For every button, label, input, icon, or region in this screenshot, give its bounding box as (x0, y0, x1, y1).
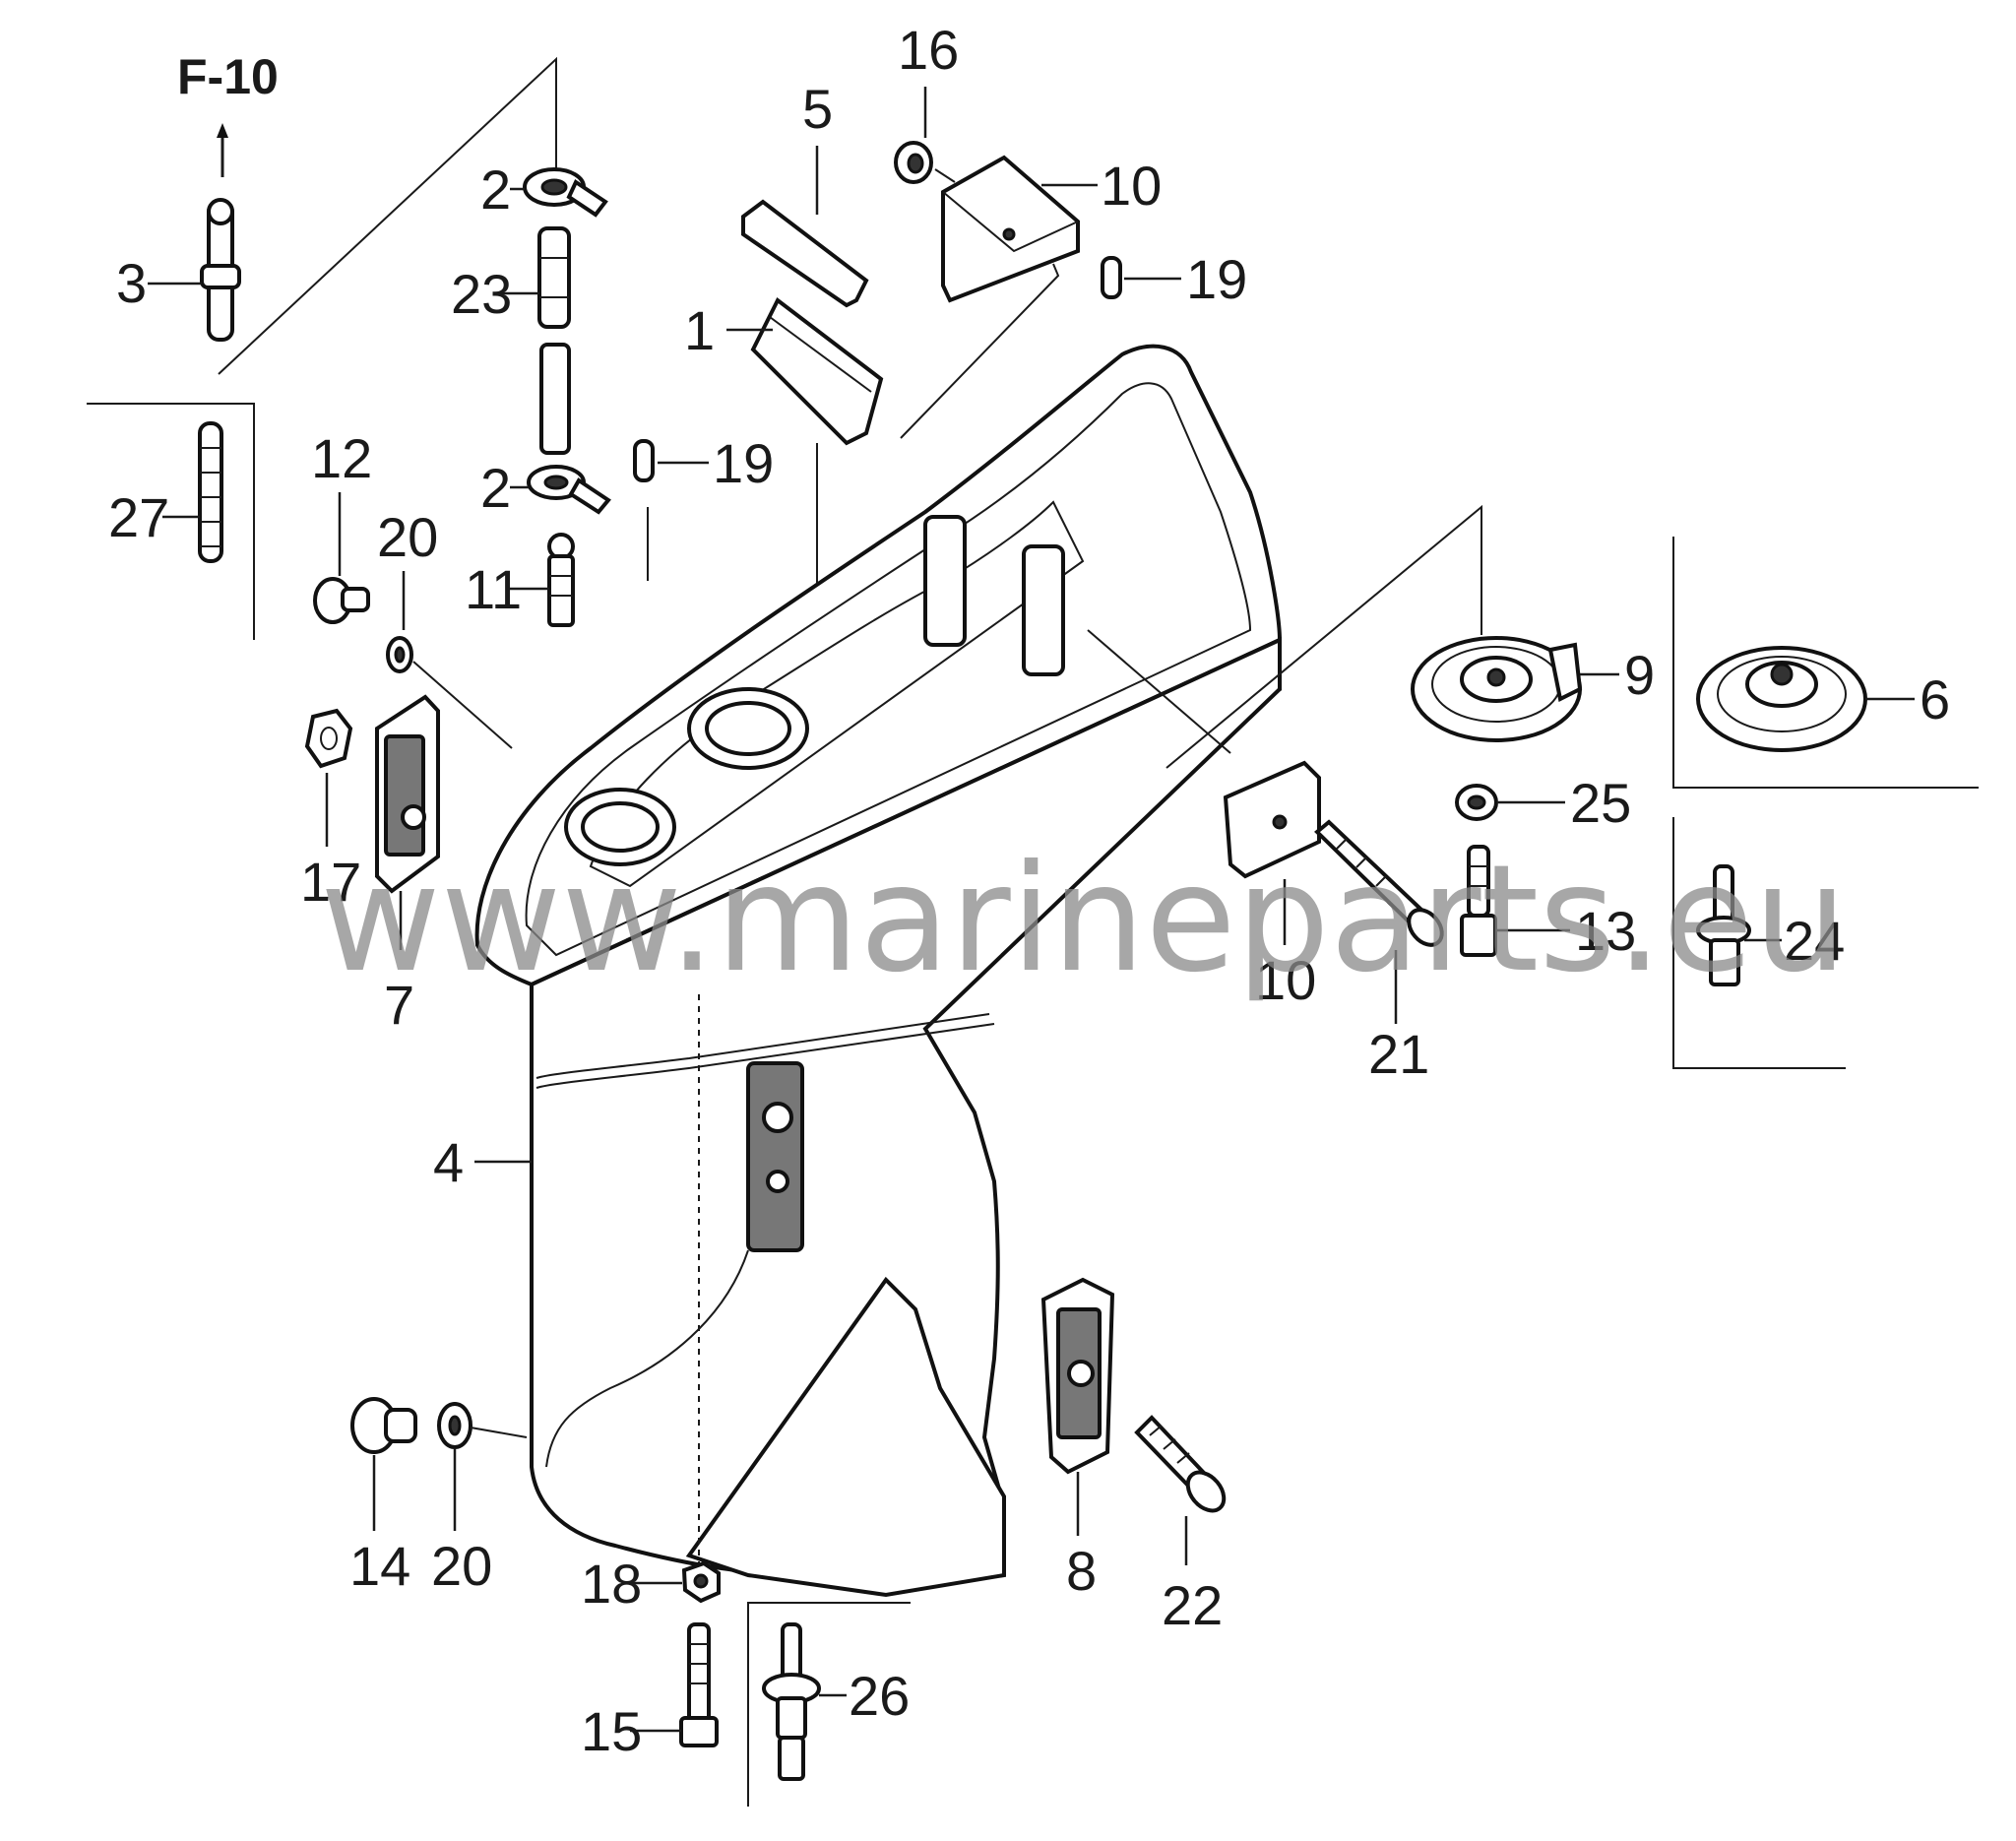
reference-label: F-10 (177, 49, 279, 104)
label-part-2-upper: 2 (480, 159, 511, 221)
label-part-3: 3 (116, 252, 147, 314)
label-part-13: 13 (1575, 900, 1636, 962)
label-part-1: 1 (684, 299, 715, 361)
part-20-washer-upper (386, 636, 413, 673)
bracket-26 (747, 1602, 911, 1807)
part-18-nut (681, 1560, 721, 1604)
part-14-plug (350, 1397, 417, 1454)
label-part-25: 25 (1570, 772, 1631, 834)
label-part-17: 17 (300, 851, 361, 913)
part-26-stud (762, 1622, 821, 1781)
part-2-upper-clamp (523, 167, 608, 218)
bracket-6 (1672, 537, 1979, 789)
part-24-stud (1696, 864, 1751, 986)
label-part-12: 12 (311, 427, 372, 489)
label-part-16: 16 (898, 19, 959, 81)
part-13-bolt (1460, 845, 1497, 957)
part-6-pulley (1696, 646, 1867, 752)
part-25-nut (1455, 784, 1498, 821)
label-part-14: 14 (349, 1535, 410, 1597)
callout-line-top-left (218, 56, 557, 375)
label-part-23: 23 (451, 263, 512, 325)
label-part-18: 18 (581, 1553, 642, 1615)
part-27-spring (198, 421, 223, 563)
label-part-10-upper: 10 (1101, 155, 1162, 217)
label-part-22: 22 (1162, 1574, 1223, 1636)
reference-arrow (217, 123, 228, 177)
label-part-20-lower: 20 (431, 1535, 492, 1597)
part-4-extension-case (474, 344, 1283, 1598)
part-10-block-upper (941, 155, 1080, 303)
watermark-text: www.marineparts.eu (320, 834, 1848, 1005)
part-19-pin-center (633, 439, 655, 482)
label-part-21: 21 (1368, 1023, 1429, 1085)
part-5-seal (741, 199, 869, 308)
part-10-block-lower (1223, 760, 1321, 879)
part-2-lower-clamp (527, 465, 611, 515)
callout-line-10b (1087, 629, 1231, 754)
part-16-nut (894, 141, 933, 184)
label-part-5: 5 (802, 78, 833, 140)
label-part-7: 7 (384, 974, 414, 1036)
label-part-2-lower: 2 (480, 457, 511, 519)
bracket-27 (87, 403, 255, 640)
label-part-11: 11 (465, 558, 522, 620)
leader-20a-to-case (412, 661, 513, 749)
label-part-20-upper: 20 (377, 506, 438, 568)
part-21-bolt (1314, 819, 1444, 947)
part-12-bolt (313, 577, 370, 624)
callout-line-right (1166, 504, 1482, 769)
part-19-pin-right (1101, 256, 1122, 299)
part-15-stud (679, 1622, 719, 1747)
label-part-24: 24 (1784, 910, 1845, 972)
label-part-19-right: 19 (1186, 248, 1247, 310)
leader-16-connect (934, 168, 956, 183)
part-11-fitting (547, 533, 575, 627)
part-23-hose (537, 226, 571, 455)
leader-20b-to-case (470, 1427, 528, 1438)
label-part-15: 15 (581, 1700, 642, 1762)
part-3-shaft (200, 198, 241, 342)
label-part-9: 9 (1624, 644, 1655, 706)
part-22-screw (1134, 1415, 1227, 1513)
label-part-4: 4 (433, 1131, 464, 1193)
label-part-27: 27 (108, 486, 169, 548)
part-8-anode-plate (1040, 1277, 1115, 1475)
callout-line-10a (900, 263, 1060, 439)
label-part-8: 8 (1066, 1540, 1097, 1602)
label-part-19-center: 19 (713, 432, 774, 494)
part-9-pulley (1411, 636, 1583, 742)
bracket-24 (1672, 817, 1846, 1069)
part-17-nut (304, 708, 353, 769)
part-1-mount (750, 296, 884, 446)
label-part-6: 6 (1920, 668, 1950, 730)
label-part-26: 26 (849, 1665, 910, 1727)
part-20-washer-lower (437, 1402, 472, 1449)
label-part-10-lower: 10 (1255, 949, 1316, 1011)
part-7-plate (375, 694, 440, 894)
